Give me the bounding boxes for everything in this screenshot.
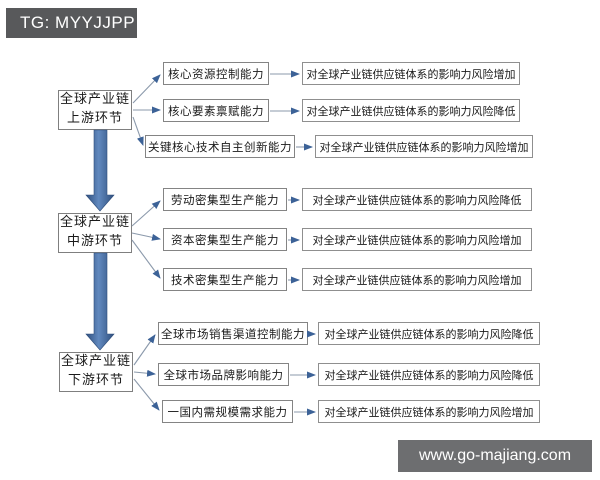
connector-line (131, 239, 161, 279)
stage-to-capability-connectors (131, 74, 161, 411)
impact-box: 对全球产业链供应链体系的影响力风险降低 (302, 188, 532, 211)
capability-box: 全球市场销售渠道控制能力 (158, 322, 308, 345)
stage-label-line2: 上游环节 (66, 111, 123, 126)
connector-line (131, 232, 161, 241)
stage-box-upstream: 全球产业链 上游环节 (58, 90, 132, 130)
impact-box: 对全球产业链供应链体系的影响力风险增加 (302, 268, 532, 291)
impact-box: 对全球产业链供应链体系的影响力风险降低 (318, 363, 540, 386)
connector-line (132, 74, 161, 104)
capability-box: 资本密集型生产能力 (163, 228, 287, 251)
watermark-badge-top: TG: MYYJJPP (6, 8, 137, 38)
watermark-bottom: www.go-majiang.com (398, 440, 592, 472)
impact-box: 对全球产业链供应链体系的影响力风险增加 (302, 62, 520, 85)
connector-line (133, 378, 160, 411)
connector-line (133, 369, 156, 377)
stage-box-downstream: 全球产业链 下游环节 (59, 352, 133, 392)
capability-box: 核心资源控制能力 (163, 62, 269, 85)
capability-box: 全球市场品牌影响能力 (158, 363, 289, 386)
capability-box: 一国内需规模需求能力 (162, 400, 293, 423)
stage-label-line2: 中游环节 (66, 234, 123, 249)
impact-box: 对全球产业链供应链体系的影响力风险增加 (302, 228, 532, 251)
stage-label-line2: 下游环节 (67, 373, 124, 388)
impact-box: 对全球产业链供应链体系的影响力风险增加 (318, 400, 540, 423)
stage-label-line1: 全球产业链 (60, 354, 131, 370)
stage-label-line1: 全球产业链 (59, 92, 130, 108)
capability-box: 关键核心技术自主创新能力 (145, 135, 295, 158)
capability-box: 劳动密集型生产能力 (163, 188, 287, 211)
connector-line (131, 200, 161, 227)
impact-box: 对全球产业链供应链体系的影响力风险增加 (315, 135, 533, 158)
capability-box: 技术密集型生产能力 (163, 268, 287, 291)
flow-arrow-upstream-to-midstream (85, 129, 115, 212)
stage-box-midstream: 全球产业链 中游环节 (58, 213, 132, 253)
connector-line (132, 116, 144, 146)
capability-box: 核心要素禀赋能力 (163, 99, 269, 122)
impact-box: 对全球产业链供应链体系的影响力风险降低 (302, 99, 520, 122)
flow-arrow-midstream-to-downstream (85, 252, 115, 351)
connector-line (133, 334, 156, 366)
stage-label-line1: 全球产业链 (59, 215, 130, 231)
impact-box: 对全球产业链供应链体系的影响力风险降低 (318, 322, 540, 345)
